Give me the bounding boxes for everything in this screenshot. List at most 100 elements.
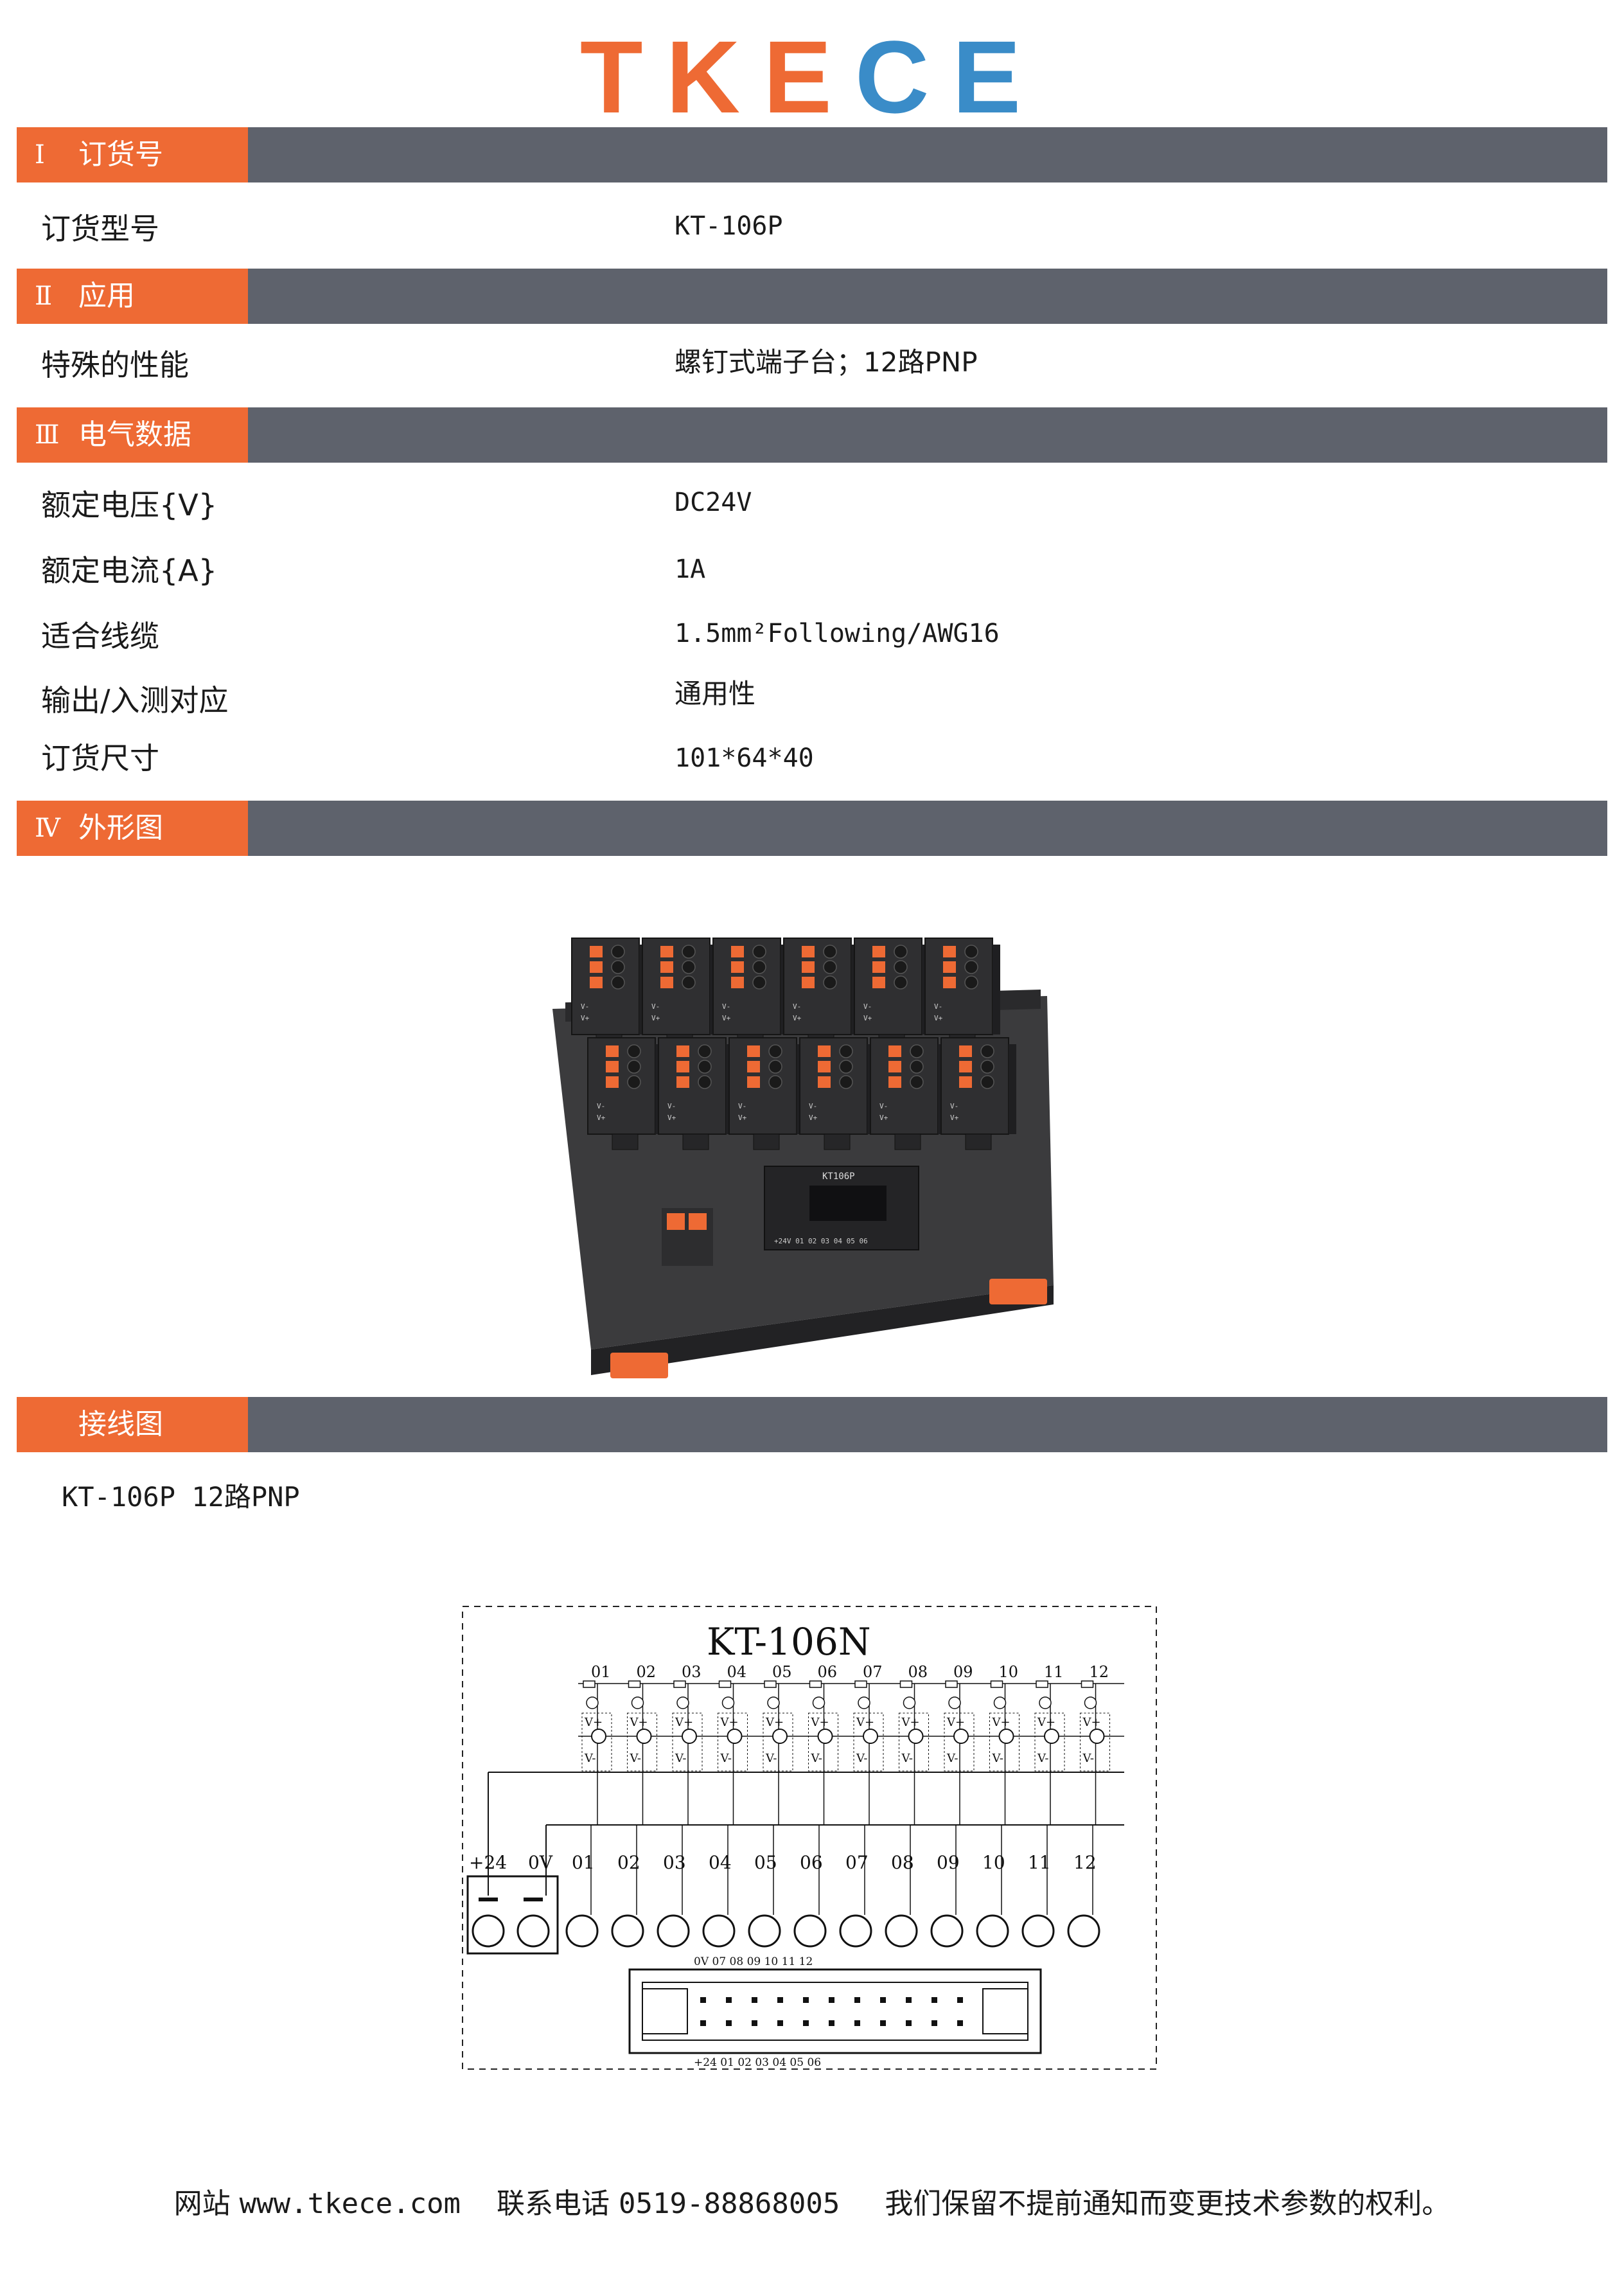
row-value-size: 101*64*40 bbox=[675, 743, 814, 773]
header-pin bbox=[803, 1997, 809, 2003]
output-terminal-3: 03 bbox=[657, 1825, 690, 1948]
module-mark: V- bbox=[863, 1002, 872, 1011]
channel-3: 03V+V- bbox=[672, 1663, 703, 1825]
led bbox=[903, 1696, 916, 1709]
vminus-mark: V- bbox=[946, 1752, 958, 1765]
module-mark: V+ bbox=[738, 1114, 747, 1122]
logo-letter: E bbox=[952, 19, 1045, 134]
output-terminal-1: 01 bbox=[565, 1825, 599, 1948]
channel-frame bbox=[763, 1712, 793, 1772]
resistor bbox=[945, 1680, 958, 1688]
section-tag: Ⅳ 外形图 bbox=[17, 801, 248, 856]
header-pin bbox=[803, 2020, 809, 2026]
din-clip bbox=[989, 1279, 1047, 1304]
header-pin bbox=[726, 2020, 732, 2026]
led bbox=[721, 1696, 735, 1709]
screw-terminal bbox=[908, 1729, 924, 1744]
screw-terminal bbox=[1044, 1729, 1059, 1744]
output-terminal-2: 02 bbox=[611, 1825, 644, 1948]
output-terminal-5: 05 bbox=[748, 1825, 781, 1948]
footer-notice: 我们保留不提前通知而变更技术参数的权利。 bbox=[885, 2187, 1451, 2220]
section-tag: 接线图 bbox=[17, 1397, 248, 1452]
header-pin bbox=[957, 2020, 963, 2026]
header-pin bbox=[829, 2020, 834, 2026]
row-label-size: 订货尺寸 bbox=[41, 741, 159, 776]
terminal-module: V-V+ bbox=[658, 1037, 734, 1150]
terminal-module: V-V+ bbox=[571, 938, 647, 1051]
vplus-mark: V+ bbox=[856, 1716, 874, 1729]
channel-frame bbox=[989, 1712, 1019, 1772]
header-pin bbox=[957, 1997, 963, 2003]
channel-frame bbox=[1034, 1712, 1065, 1772]
channel-1: 01V+V- bbox=[581, 1663, 612, 1825]
vminus-mark: V- bbox=[1082, 1752, 1094, 1765]
section-tag: Ⅲ 电气数据 bbox=[17, 407, 248, 463]
small-terminal bbox=[662, 1208, 713, 1266]
vplus-mark: V+ bbox=[765, 1716, 784, 1729]
row-value-current: 1A bbox=[675, 555, 706, 584]
channel-label: 03 bbox=[682, 1663, 702, 1681]
output-terminal-6: 06 bbox=[793, 1825, 827, 1948]
footer-site-url[interactable]: www.tkece.com bbox=[239, 2187, 461, 2220]
screw-terminal bbox=[953, 1729, 969, 1744]
resistor bbox=[718, 1680, 732, 1688]
section-title: 接线图 bbox=[78, 1408, 163, 1441]
channel-label: 10 bbox=[999, 1663, 1019, 1681]
vminus-mark: V- bbox=[720, 1752, 732, 1765]
row-label-current: 额定电流{A} bbox=[41, 553, 218, 588]
channel-label: 12 bbox=[1090, 1663, 1109, 1681]
idc-header: KT106P +24V 01 02 03 04 05 06 bbox=[764, 1166, 919, 1250]
section-number: Ⅲ bbox=[35, 420, 60, 450]
header-bottom-labels: +24 01 02 03 04 05 06 bbox=[694, 2056, 821, 2069]
header-pin bbox=[777, 2020, 783, 2026]
row-value-feature: 螺钉式端子台；12路PNP bbox=[675, 346, 978, 378]
section-title: 应用 bbox=[78, 280, 135, 312]
resistor bbox=[854, 1680, 867, 1688]
channel-label: 02 bbox=[637, 1663, 657, 1681]
din-clip bbox=[610, 1353, 668, 1378]
footer-phone: 0519-88868005 bbox=[619, 2187, 840, 2220]
header-pin bbox=[829, 1997, 834, 2003]
vminus-mark: V- bbox=[901, 1752, 913, 1765]
vminus-mark: V- bbox=[630, 1752, 641, 1765]
module-mark: V- bbox=[651, 1002, 660, 1011]
module-mark: V+ bbox=[863, 1014, 872, 1022]
channel-label: 06 bbox=[818, 1663, 838, 1681]
vplus-mark: V+ bbox=[901, 1716, 920, 1729]
section-header-outline: Ⅳ 外形图 bbox=[17, 801, 1607, 856]
channel-label: 04 bbox=[727, 1663, 747, 1681]
row-label-io: 输出/入测对应 bbox=[41, 683, 229, 718]
logo-letter: K bbox=[666, 19, 764, 134]
diagram-title: KT-106N bbox=[707, 1620, 871, 1664]
header-pin bbox=[700, 2020, 706, 2026]
channel-frame bbox=[808, 1712, 838, 1772]
led bbox=[858, 1696, 870, 1709]
channel-label: 11 bbox=[1044, 1663, 1064, 1681]
connector-pin-labels: +24V 01 02 03 04 05 06 bbox=[774, 1237, 868, 1245]
vminus-mark: V- bbox=[584, 1752, 596, 1765]
power-terminal bbox=[516, 1898, 550, 1948]
section-header-wiring: 接线图 bbox=[17, 1397, 1607, 1452]
footer-site-label: 网站 bbox=[173, 2187, 231, 2220]
screw-terminal bbox=[817, 1729, 833, 1744]
row-value-voltage: DC24V bbox=[675, 488, 752, 517]
module-mark: V+ bbox=[934, 1014, 943, 1022]
output-terminal-12: 12 bbox=[1067, 1825, 1100, 1948]
module-mark: V- bbox=[793, 1002, 801, 1011]
row-value-order-model: KT-106P bbox=[675, 211, 783, 241]
row-label-cable: 适合线缆 bbox=[41, 619, 159, 653]
output-terminal-9: 09 bbox=[930, 1825, 964, 1948]
header-top-labels: 0V 07 08 09 10 11 12 bbox=[694, 1955, 813, 1968]
section-number: Ⅰ bbox=[35, 140, 45, 170]
output-terminal-8: 08 bbox=[885, 1825, 918, 1948]
screw-terminal bbox=[772, 1729, 788, 1744]
footer-phone-label: 联系电话 bbox=[497, 2187, 610, 2220]
screw-terminal bbox=[998, 1729, 1014, 1744]
vminus-mark: V- bbox=[811, 1752, 822, 1765]
header-pin bbox=[726, 1997, 732, 2003]
header-pin bbox=[906, 1997, 912, 2003]
resistor bbox=[673, 1680, 686, 1688]
channel-label: 01 bbox=[591, 1663, 611, 1681]
module-mark: V- bbox=[738, 1102, 746, 1110]
header-pin bbox=[700, 1997, 706, 2003]
